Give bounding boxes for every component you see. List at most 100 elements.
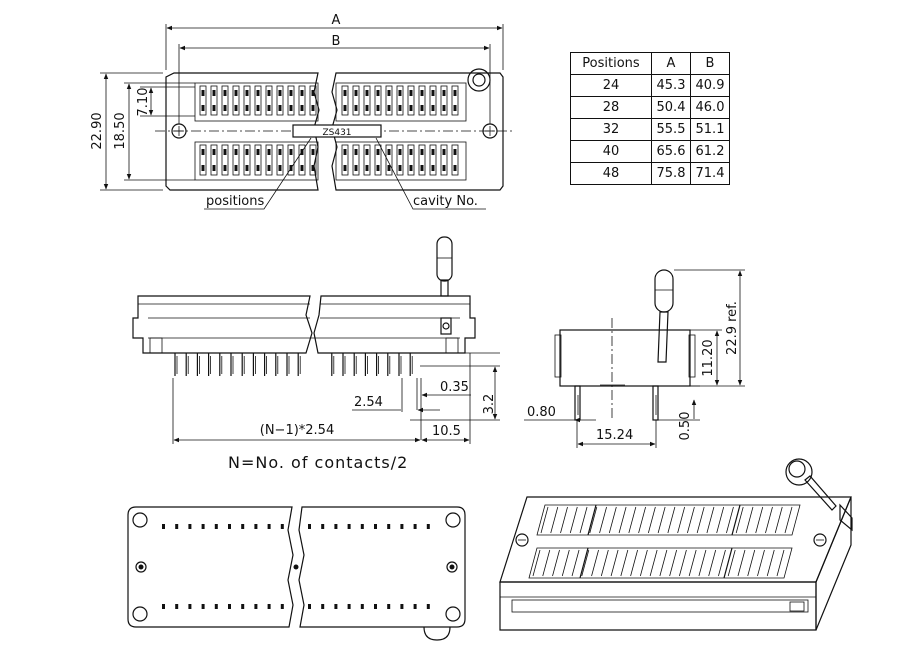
dim-pin-thickness-label: 0.35 [440, 380, 469, 395]
pin-hole [374, 524, 377, 529]
iso-slot [747, 549, 756, 577]
pin-hole [214, 604, 218, 609]
pin-hole [267, 604, 271, 609]
contact-slot-mark [409, 149, 413, 155]
contact-slot-mark [234, 165, 238, 171]
contact-slot [429, 144, 437, 176]
contact-slot [407, 85, 415, 116]
lever-side [654, 269, 674, 363]
table-header-a: A [651, 52, 691, 75]
contact-slot [385, 144, 393, 176]
iso-slot [737, 549, 746, 577]
pin-hole [214, 524, 218, 529]
pin-hole [321, 604, 325, 609]
table-cell: 32 [570, 118, 652, 141]
contact-slot-mark [267, 105, 271, 111]
contact-slot [341, 144, 349, 176]
iso-slot [608, 506, 617, 534]
dim-b-label: B [332, 34, 341, 49]
iso-divider [579, 547, 589, 579]
iso-divider [587, 504, 597, 536]
pin-hole [413, 604, 417, 609]
contact-slot [221, 144, 229, 176]
dim-row-spacing-label: 15.24 [596, 428, 633, 443]
iso-slot [649, 549, 658, 577]
iso-slot [774, 506, 783, 534]
dim-pin-width-label: 0.80 [527, 405, 556, 420]
table-cell: 61.2 [690, 140, 730, 163]
contact-slot-mark [212, 165, 216, 171]
mounting-hole-right [482, 123, 498, 139]
contact-slot [276, 144, 284, 176]
contact-slot-mark [343, 90, 347, 96]
table-cell: 55.5 [651, 118, 691, 141]
contact-slot [385, 85, 393, 116]
table-cell: 71.4 [690, 162, 730, 185]
contact-slot-mark [278, 90, 282, 96]
iso-slot [589, 506, 598, 534]
contact-slot-mark [442, 149, 446, 155]
contact-slot-mark [343, 105, 347, 111]
contact-slot-mark [267, 165, 271, 171]
contact-slot-mark [365, 90, 369, 96]
iso-slot [667, 506, 676, 534]
pin-hole [267, 524, 271, 529]
iso-slot [727, 549, 736, 577]
contact-slot [396, 85, 404, 116]
iso-slot [542, 549, 551, 577]
contact-slot-mark [442, 105, 446, 111]
lever-front [436, 236, 453, 335]
contact-slot-mark [343, 165, 347, 171]
dim-pitch-label: 2.54 [354, 395, 383, 410]
contact-slot-mark [354, 90, 358, 96]
table-cell: 48 [570, 162, 652, 185]
contact-slot-mark [387, 105, 391, 111]
contact-slot-mark [234, 105, 238, 111]
pin-hole [241, 604, 245, 609]
contact-slot-mark [376, 165, 380, 171]
contact-slot [199, 144, 207, 176]
contact-slot-mark [212, 149, 216, 155]
top-view-contact-slots [199, 85, 459, 176]
pin-hole [374, 604, 377, 609]
contact-slot [232, 85, 240, 116]
contact-slot-mark [343, 149, 347, 155]
iso-slot [647, 506, 656, 534]
iso-slot [708, 549, 717, 577]
contact-slot [210, 144, 218, 176]
contact-slot [396, 144, 404, 176]
contact-slot-mark [420, 105, 424, 111]
contact-slot-mark [278, 165, 282, 171]
side-pins [574, 385, 659, 421]
iso-side-face [815, 496, 852, 631]
contact-slot-mark [234, 90, 238, 96]
iso-slot [630, 549, 638, 577]
iso-slot [532, 549, 541, 577]
table-header-positions: Positions [570, 52, 652, 75]
dim-end-label: 10.5 [432, 424, 461, 439]
contact-slot-mark [245, 105, 249, 111]
table-cell: 46.0 [690, 96, 730, 119]
positions-table: Positions A B 24 45.3 40.9 28 50.4 46.0 … [570, 52, 730, 185]
iso-slot [659, 549, 668, 577]
contact-slot-mark [376, 149, 380, 155]
pin-hole [175, 604, 179, 609]
pin-hole [360, 604, 364, 609]
pin-hole [334, 604, 338, 609]
table-cell: 40.9 [690, 74, 730, 97]
iso-slot [757, 549, 765, 577]
contact-slot-mark [387, 165, 391, 171]
table-row: 32 55.5 51.1 [570, 118, 730, 141]
pin-hole [280, 604, 284, 609]
pin-hole [347, 524, 351, 529]
contact-slot [309, 85, 317, 116]
iso-slot [687, 506, 695, 534]
pin-hole [387, 524, 391, 529]
contact-slot [243, 144, 251, 176]
contact-slot-mark [278, 105, 282, 111]
contact-slot-mark [442, 90, 446, 96]
contact-slot-mark [234, 149, 238, 155]
contact-slot-mark [289, 149, 293, 155]
contact-slot [341, 85, 349, 116]
contact-slot-mark [212, 90, 216, 96]
